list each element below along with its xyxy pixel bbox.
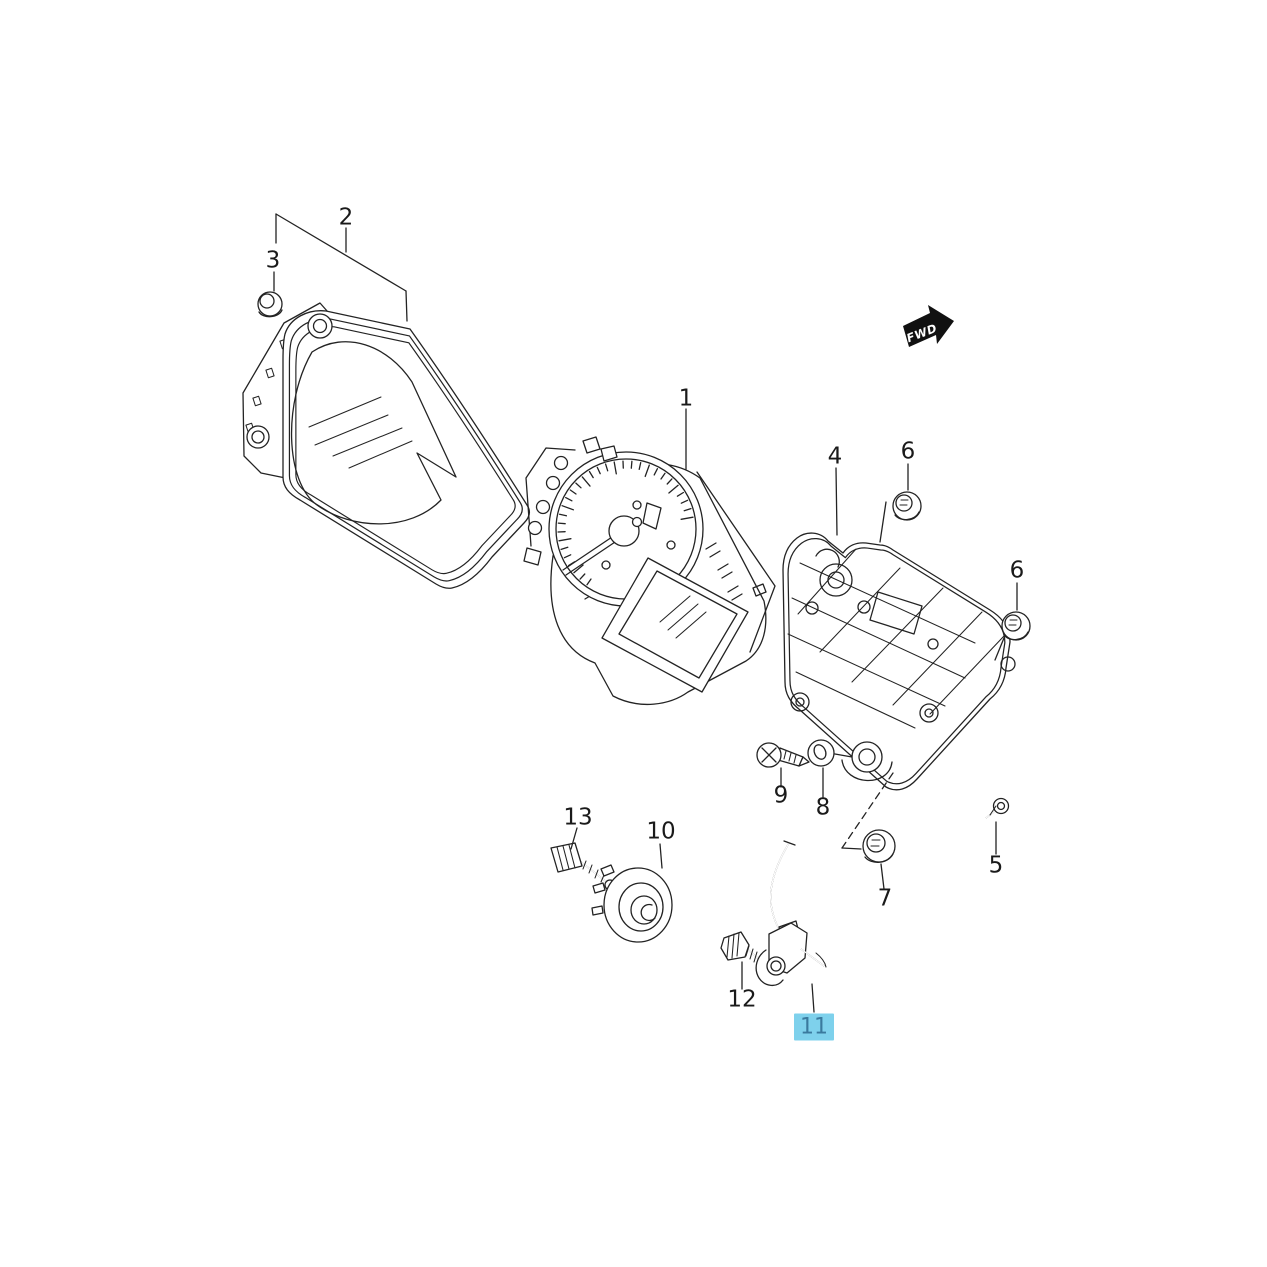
- part-4-case: [782, 532, 1016, 791]
- part-6-cushion-upper: [892, 491, 922, 521]
- part-2-cover: [242, 302, 531, 589]
- bulb-connector-block: [525, 447, 576, 547]
- callout-part-7[interactable]: 7: [877, 885, 893, 912]
- lcd-window: [601, 557, 749, 693]
- part-8-ring: [807, 739, 835, 767]
- sensor-cable: [770, 842, 790, 939]
- callout-part-12[interactable]: 12: [727, 986, 757, 1013]
- part-1-speedometer: [523, 436, 776, 706]
- callout-part-8[interactable]: 8: [815, 794, 831, 821]
- part-5-screw: [985, 797, 1010, 819]
- callout-part-4[interactable]: 4: [827, 443, 843, 470]
- callout-part-6-upper[interactable]: 6: [900, 438, 916, 465]
- leader-lines: [273, 213, 1018, 1013]
- part-13-screw: [550, 842, 616, 891]
- part-3-grommet: [257, 291, 283, 318]
- callout-part-1[interactable]: 1: [678, 385, 694, 412]
- callout-part-9[interactable]: 9: [773, 782, 789, 809]
- part-10-rotor: [591, 864, 673, 943]
- callout-part-2[interactable]: 2: [338, 204, 354, 231]
- fwd-arrow: FWD: [903, 305, 954, 347]
- callout-part-13[interactable]: 13: [563, 804, 593, 831]
- part-11-speed-sensor: [755, 840, 827, 987]
- fwd-arrow-icon: [903, 305, 954, 347]
- callout-part-5[interactable]: 5: [988, 852, 1004, 879]
- callout-part-11[interactable]: 11: [794, 1013, 834, 1041]
- callout-part-10[interactable]: 10: [646, 818, 676, 845]
- part-7-grommet: [862, 829, 896, 863]
- callout-part-6-lower[interactable]: 6: [1009, 557, 1025, 584]
- part-12-bolt: [720, 931, 762, 965]
- callout-part-3[interactable]: 3: [265, 247, 281, 274]
- part-9-screw: [756, 742, 810, 768]
- part-6-cushion-lower: [1001, 611, 1031, 641]
- dial-tick-marks: [557, 460, 694, 586]
